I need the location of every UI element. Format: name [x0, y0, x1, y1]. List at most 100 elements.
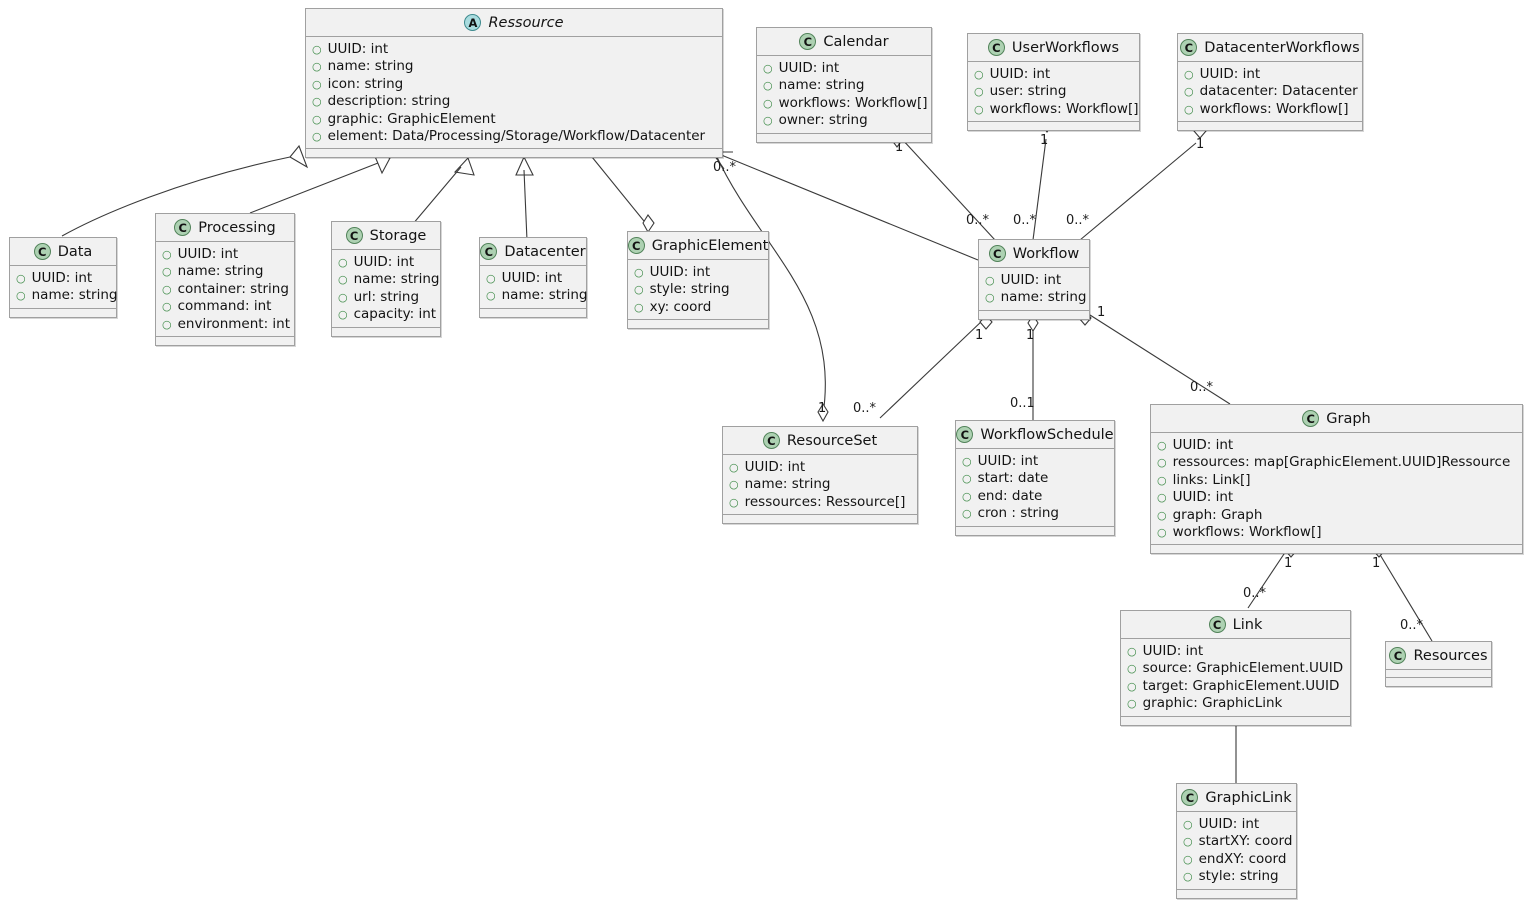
class-box-userworkflows[interactable]: C UserWorkflows ○UUID: int ○user: string… — [967, 33, 1140, 132]
class-header-graphiclink: C GraphicLink — [1177, 784, 1296, 812]
visibility-icon: ○ — [338, 273, 348, 287]
class-name-userworkflows: UserWorkflows — [1011, 39, 1120, 56]
multiplicity-label: 0..* — [1066, 213, 1090, 228]
attribute-row: ○style: string — [1183, 868, 1290, 885]
attribute-text: UUID: int — [649, 264, 711, 280]
visibility-icon: ○ — [1183, 852, 1193, 866]
visibility-icon: ○ — [1183, 835, 1193, 849]
attribute-text: end: date — [977, 487, 1043, 504]
attribute-row: ○cron : string — [962, 505, 1108, 522]
attribute-text: environment: int — [177, 315, 291, 332]
class-box-resourceset[interactable]: C ResourceSet ○UUID: int ○name: string ○… — [722, 426, 918, 525]
attribute-row: ○name: string — [763, 77, 925, 94]
visibility-icon: ○ — [1157, 439, 1167, 452]
attribute-text: name: string — [1000, 289, 1087, 306]
visibility-icon: ○ — [763, 79, 773, 93]
multiplicity-label: 1 — [975, 328, 984, 343]
visibility-icon: ○ — [1157, 456, 1167, 470]
class-box-graphicelement[interactable]: C GraphicElement ○UUID: int ○style: stri… — [627, 231, 769, 330]
class-methods-datacenter — [480, 308, 586, 317]
attribute-row: ○start: date — [962, 470, 1108, 487]
multiplicity-label: 0..* — [1243, 586, 1267, 601]
attribute-row: ○UUID: int — [312, 41, 716, 58]
class-box-processing[interactable]: C Processing ○UUID: int ○name: string ○c… — [155, 213, 295, 347]
class-methods-datacenterworkflows — [1178, 122, 1362, 131]
visibility-icon: ○ — [1127, 697, 1137, 711]
multiplicity-label: 0..* — [1400, 618, 1424, 633]
attribute-text: workflows: Workflow[] — [1199, 100, 1349, 117]
attribute-text: name: string — [744, 476, 831, 493]
class-icon: C — [1181, 789, 1199, 806]
multiplicity-label: 1 — [1097, 305, 1106, 320]
class-box-datacenter[interactable]: C Datacenter ○UUID: int ○name: string — [479, 237, 588, 318]
class-header-graphicelement: C GraphicElement — [627, 232, 768, 260]
class-attributes-graphicelement: ○UUID: int ○style: string ○xy: coord — [628, 260, 768, 321]
attribute-text: UUID: int — [977, 453, 1039, 469]
attribute-text: workflows: Workflow[] — [1172, 524, 1322, 541]
edge-datacenterworkflows-workflow — [1079, 142, 1197, 241]
visibility-icon: ○ — [1184, 102, 1194, 116]
class-box-graph[interactable]: C Graph ○UUID: int ○ressources: map[Grap… — [1150, 404, 1523, 555]
visibility-icon: ○ — [974, 85, 984, 99]
attribute-text: UUID: int — [778, 60, 840, 76]
class-icon: C — [956, 426, 974, 443]
attribute-row: ○UUID: int — [634, 264, 762, 281]
class-box-resources[interactable]: C Resources — [1385, 641, 1492, 687]
class-methods-graph — [1151, 545, 1522, 554]
attribute-text: capacity: int — [353, 306, 437, 323]
visibility-icon: ○ — [312, 112, 322, 126]
class-name-link: Link — [1232, 616, 1263, 633]
class-box-link[interactable]: C Link ○UUID: int ○source: GraphicElemen… — [1120, 610, 1351, 726]
visibility-icon: ○ — [162, 282, 172, 296]
multiplicity-label: 0..1 — [1010, 396, 1035, 411]
attribute-row: ○name: string — [16, 287, 118, 304]
attribute-text: datacenter: Datacenter — [1199, 83, 1358, 100]
class-box-calendar[interactable]: C Calendar ○UUID: int ○name: string ○wor… — [756, 27, 932, 143]
class-box-ressource[interactable]: A Ressource ○UUID: int ○name: string ○ic… — [305, 8, 723, 159]
attribute-text: command: int — [177, 298, 272, 315]
visibility-icon: ○ — [338, 290, 348, 304]
class-box-workflowschedule[interactable]: C WorkflowSchedule ○UUID: int ○start: da… — [955, 420, 1115, 536]
class-attributes-graphiclink: ○UUID: int ○startXY: coord ○endXY: coord… — [1177, 812, 1296, 890]
class-name-workflowschedule: WorkflowSchedule — [980, 426, 1114, 443]
attribute-row: ○element: Data/Processing/Storage/Workfl… — [312, 128, 716, 145]
class-attributes-processing: ○UUID: int ○name: string ○container: str… — [156, 242, 294, 338]
attribute-text: xy: coord — [649, 298, 712, 315]
attribute-row: ○style: string — [634, 281, 762, 298]
visibility-icon: ○ — [763, 62, 773, 75]
inheritance-triangle-datacenter — [515, 155, 534, 176]
attribute-text: cron : string — [977, 505, 1059, 522]
attribute-row: ○name: string — [338, 271, 440, 288]
attribute-text: UUID: int — [1198, 816, 1260, 832]
class-attributes-userworkflows: ○UUID: int ○user: string ○workflows: Wor… — [968, 62, 1139, 123]
visibility-icon: ○ — [312, 95, 322, 109]
attribute-text: target: GraphicElement.UUID — [1142, 677, 1340, 694]
visibility-icon: ○ — [162, 248, 172, 261]
attribute-row: ○graphic: GraphicElement — [312, 111, 716, 128]
attribute-row: ○ UUID: int — [763, 60, 925, 77]
class-icon: C — [33, 243, 51, 260]
attribute-row: ○UUID: int — [162, 246, 288, 263]
class-box-graphiclink[interactable]: C GraphicLink ○UUID: int ○startXY: coord… — [1176, 783, 1297, 899]
attribute-text: url: string — [353, 288, 420, 305]
attribute-text: UUID: int — [353, 254, 415, 270]
visibility-icon: ○ — [338, 256, 348, 269]
class-box-storage[interactable]: C Storage ○UUID: int ○name: string ○url:… — [331, 221, 441, 337]
visibility-icon: ○ — [312, 77, 322, 91]
class-icon: C — [345, 227, 363, 244]
class-attributes-resources — [1386, 670, 1491, 678]
multiplicity-label: 1 — [1040, 133, 1049, 148]
attribute-row: ○graph: Graph — [1157, 507, 1516, 524]
attribute-text: description: string — [327, 93, 451, 110]
class-icon: C — [1389, 647, 1407, 664]
attribute-row: ○end: date — [962, 488, 1108, 505]
class-box-workflow[interactable]: C Workflow ○UUID: int ○name: string — [978, 239, 1090, 320]
attribute-row: ○icon: string — [312, 76, 716, 93]
class-name-resources: Resources — [1413, 647, 1488, 664]
class-attributes-resourceset: ○UUID: int ○name: string ○ressources: Re… — [723, 455, 917, 516]
visibility-icon: ○ — [1157, 508, 1167, 522]
attribute-row: ○name: string — [486, 287, 588, 304]
class-header-userworkflows: C UserWorkflows — [968, 34, 1139, 62]
class-box-datacenterworkflows[interactable]: C DatacenterWorkflows ○UUID: int ○datace… — [1177, 33, 1363, 132]
class-box-data[interactable]: C Data ○UUID: int ○name: string — [9, 237, 118, 318]
